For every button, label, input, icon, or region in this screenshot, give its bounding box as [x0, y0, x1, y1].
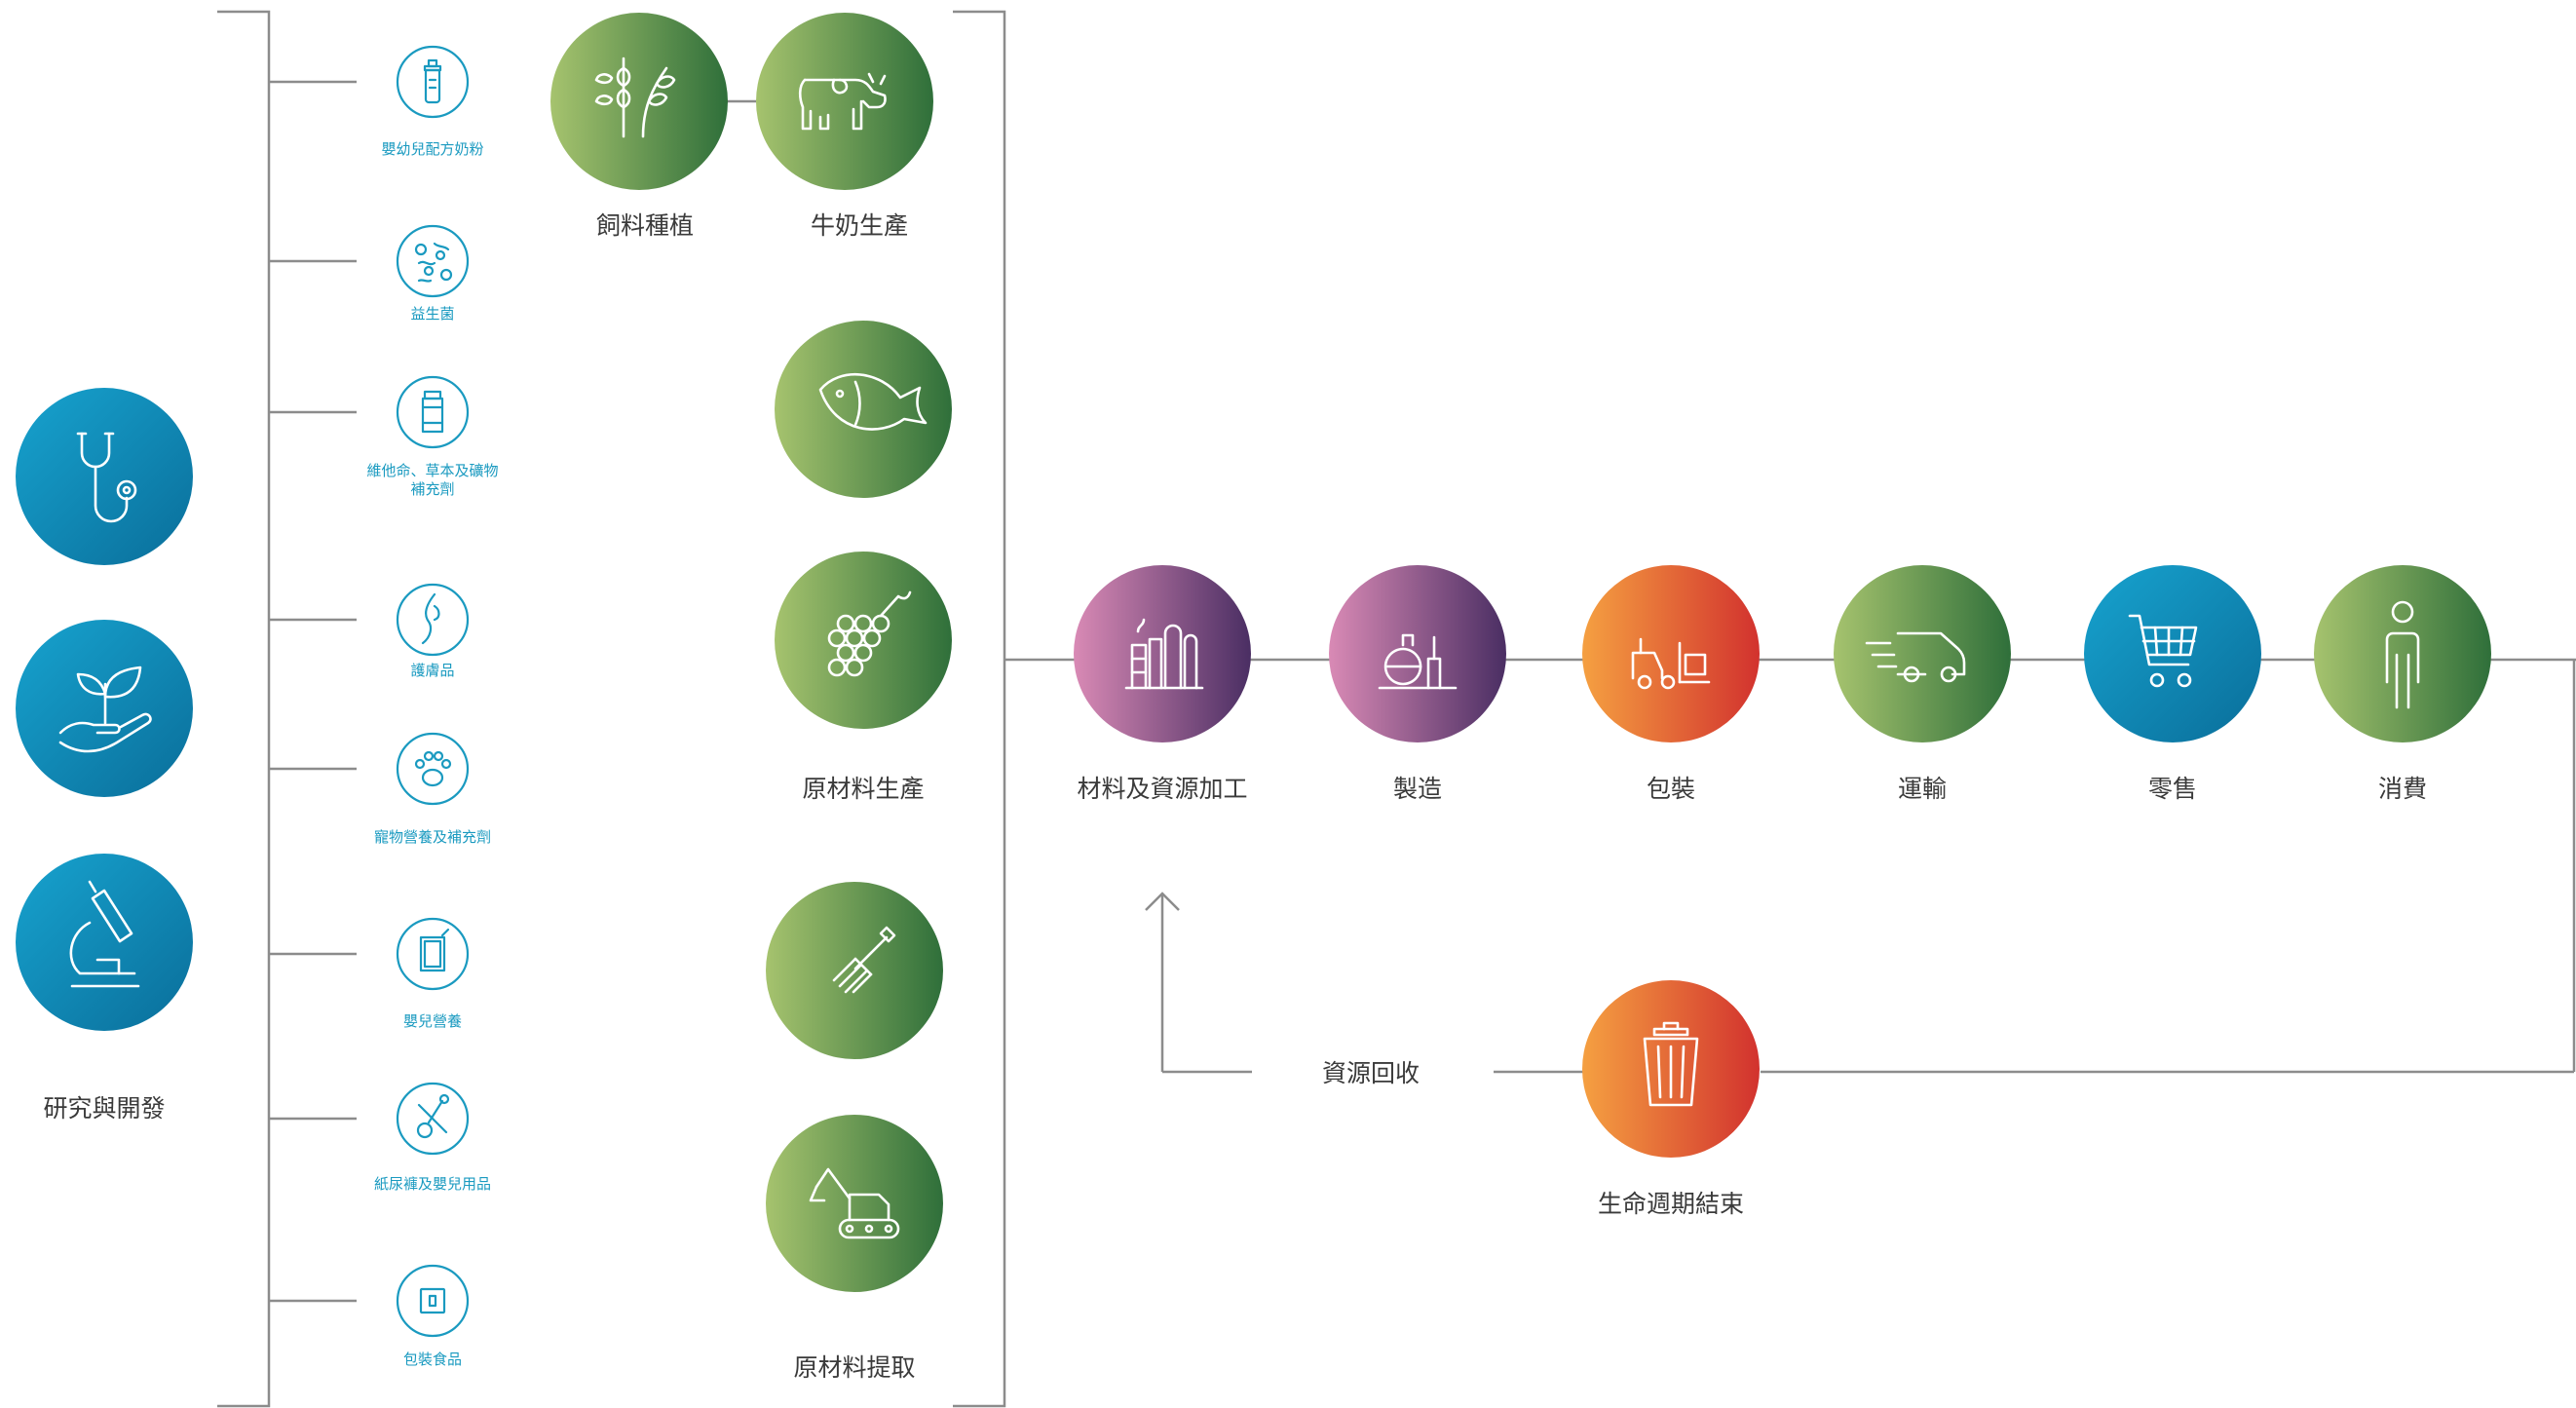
- stethoscope-icon: [76, 432, 137, 523]
- chain-label: 零售: [2148, 775, 2197, 803]
- chain-label: 製造: [1393, 775, 1442, 803]
- product-pet-nutrition: 寵物營養及補充劑: [374, 732, 491, 846]
- milk-label: 牛奶生產: [811, 211, 908, 240]
- product-diapers: 紙尿褲及嬰兒用品: [374, 1082, 491, 1193]
- wheat-icon: [594, 57, 676, 138]
- skincare-icon: [421, 592, 440, 645]
- product-supplements: 維他命、草本及礦物 補充劑: [366, 375, 499, 498]
- forklift-icon: [1631, 637, 1711, 690]
- research-circle-3: [16, 854, 193, 1031]
- product-label: 護膚品: [410, 662, 454, 679]
- research-column: 研究與開發: [16, 388, 193, 1123]
- product-label: 益生菌: [410, 305, 454, 323]
- delivery-van-icon: [1865, 631, 1966, 683]
- recycle-label: 資源回收: [1322, 1059, 1420, 1087]
- product-label: 嬰幼兒配方奶粉: [381, 140, 483, 158]
- microscope-icon: [69, 880, 140, 988]
- product-label: 紙尿褲及嬰兒用品: [374, 1175, 491, 1193]
- product-label: 嬰兒營養: [403, 1012, 462, 1030]
- return-arrow-icon: [1145, 892, 1180, 911]
- person-icon: [2385, 600, 2420, 709]
- end-of-life: 生命週期結束: [1582, 980, 1760, 1218]
- manufacturing-icon: [1378, 633, 1458, 690]
- products-bracket: [217, 10, 271, 1408]
- chain-label: 運輸: [1898, 775, 1947, 803]
- packaging-circle: [1582, 565, 1760, 742]
- source-column: 飼料種植 牛奶生產 原材料生產: [550, 13, 952, 1382]
- sources-bracket: [953, 10, 1006, 1408]
- shopping-cart-icon: [2128, 614, 2198, 688]
- product-label: 包裝食品: [403, 1351, 462, 1368]
- factory-tanks-icon: [1124, 618, 1204, 690]
- connector-lines: [217, 10, 2576, 1408]
- fish-icon: [818, 372, 928, 431]
- pitchfork-icon: [832, 926, 896, 994]
- product-baby-nutrition: 嬰兒營養: [396, 917, 470, 1030]
- product-packaged-food: 包裝食品: [396, 1264, 470, 1368]
- research-label: 研究與開發: [43, 1094, 165, 1123]
- research-circle-1: [16, 388, 193, 565]
- baby-bottle-icon: [423, 58, 442, 104]
- supplement-bottle-icon: [421, 390, 444, 434]
- chain-label: 包裝: [1647, 775, 1695, 803]
- product-skincare: 護膚品: [396, 583, 470, 679]
- raw-production-label: 原材料生產: [802, 775, 924, 803]
- product-label: 維他命、草本及礦物: [366, 462, 498, 479]
- baby-products-icon: [416, 1093, 450, 1139]
- manufacturing-circle: [1329, 565, 1506, 742]
- product-label-line2: 補充劑: [410, 480, 454, 498]
- consumption-circle: [2314, 565, 2491, 742]
- feed-label: 飼料種植: [596, 211, 694, 240]
- raw-extraction-label: 原材料提取: [793, 1353, 915, 1382]
- excavator-circle: [766, 1115, 943, 1292]
- feed-circle: [550, 13, 728, 190]
- excavator-icon: [809, 1167, 900, 1239]
- fish-circle: [775, 321, 952, 498]
- milk-circle: [756, 13, 933, 190]
- cow-icon: [798, 72, 887, 131]
- packaged-food-icon: [419, 1287, 446, 1314]
- product-probiotics: 益生菌: [396, 224, 470, 323]
- trash-bin-icon: [1643, 1021, 1699, 1107]
- paw-icon: [414, 750, 452, 787]
- grapes-icon: [827, 590, 912, 677]
- end-of-life-label: 生命週期結束: [1598, 1190, 1744, 1218]
- transport-circle: [1834, 565, 2011, 742]
- product-column: 嬰幼兒配方奶粉 益生菌 維他命、草本及礦物 補充劑: [366, 45, 499, 1368]
- baby-food-pouch-icon: [419, 928, 450, 972]
- hand-plant-icon: [58, 666, 152, 753]
- chain-label: 消費: [2378, 775, 2427, 803]
- chain-label: 材料及資源加工: [1077, 775, 1247, 803]
- value-chain: 材料及資源加工 製造 包裝 運輸: [1074, 565, 2491, 803]
- probiotics-icon: [414, 242, 453, 283]
- product-label: 寵物營養及補充劑: [374, 828, 491, 846]
- product-infant-formula: 嬰幼兒配方奶粉: [381, 45, 484, 158]
